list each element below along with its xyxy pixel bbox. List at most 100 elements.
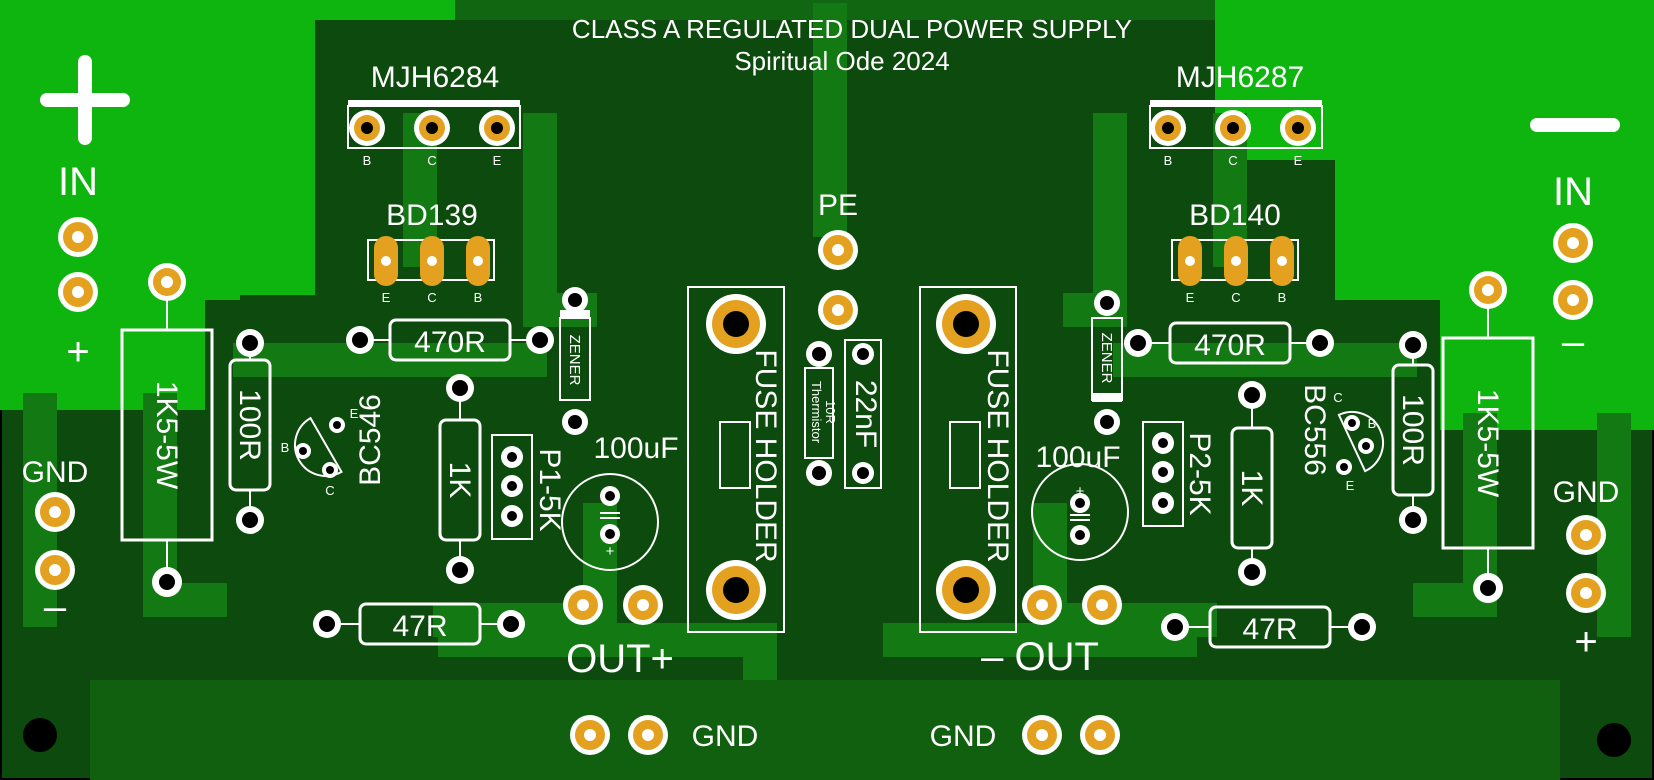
mjh6287-pad-b-hole bbox=[1162, 122, 1174, 134]
pad-out-plus-2-hole bbox=[637, 599, 649, 611]
pad-out-minus-2-hole bbox=[1096, 599, 1108, 611]
pad-in-right-2-hole bbox=[1567, 294, 1579, 306]
label-minus-right: – bbox=[1562, 320, 1585, 364]
mjh6284-pin-c: C bbox=[427, 153, 436, 168]
zener-right-pad-bottom-hole bbox=[1100, 415, 1114, 429]
pe-connector: PE bbox=[818, 189, 858, 330]
bc546-pad-c-hole bbox=[326, 466, 334, 474]
resistor-470r-left: 470R bbox=[346, 318, 554, 362]
mounting-hole-right bbox=[1597, 723, 1631, 757]
fuse-holder-right: FUSE HOLDER bbox=[919, 286, 1017, 633]
r47-left-pad-left-hole bbox=[319, 616, 335, 632]
zener-left-pad-bottom-hole bbox=[568, 415, 582, 429]
mjh6287-pad-c-hole bbox=[1227, 122, 1239, 134]
label-r1k5-right: 1K5-5W bbox=[1471, 389, 1504, 498]
mjh6287-pin-b: B bbox=[1164, 153, 1173, 168]
r47-left-pad-right-hole bbox=[503, 616, 519, 632]
transistor-bd140: BD140 E C B bbox=[1171, 199, 1299, 305]
r100-right-pad-top-hole bbox=[1405, 337, 1421, 353]
label-p2: P2-5K bbox=[1183, 432, 1216, 515]
thermistor-10r: Thermistor 10R bbox=[804, 341, 838, 486]
pad-in-left-1-hole bbox=[72, 231, 84, 243]
r100-left-pad-top-hole bbox=[242, 335, 258, 351]
bd140-pad-e-hole bbox=[1185, 256, 1195, 266]
label-plus-left: + bbox=[66, 330, 89, 374]
p1-pad-2-hole bbox=[507, 481, 517, 491]
label-in-right: IN bbox=[1553, 170, 1593, 214]
label-bc546: BC546 bbox=[354, 394, 387, 486]
pad-gnd-right-2-hole bbox=[1580, 587, 1592, 599]
cap-left-outline bbox=[561, 473, 659, 571]
minus-sign-big-right bbox=[1530, 118, 1620, 132]
bd139-pad-b-hole bbox=[473, 256, 483, 266]
r1k-right-pad-top-hole bbox=[1244, 387, 1260, 403]
r470-left-pad-left-hole bbox=[352, 332, 368, 348]
pad-gnd-right-1-hole bbox=[1580, 529, 1592, 541]
zener-right-band bbox=[1092, 393, 1122, 402]
r100-right-pad-bottom-hole bbox=[1405, 512, 1421, 528]
label-thermistor-value: 10R bbox=[823, 400, 838, 424]
gnd-right-connector: GND + bbox=[1553, 476, 1620, 664]
bc546-pin-e: E bbox=[350, 406, 359, 421]
ground-band-bottom bbox=[90, 680, 1560, 780]
r47-left-body bbox=[358, 602, 482, 646]
resistor-100r-left: 100R bbox=[228, 329, 272, 534]
label-gnd-bottom-right: GND bbox=[930, 720, 997, 753]
bd140-pad-c-hole bbox=[1231, 256, 1241, 266]
resistor-47r-left: 47R bbox=[313, 602, 525, 646]
label-r470-left: 470R bbox=[414, 326, 486, 359]
r470-left-pad-right-hole bbox=[532, 332, 548, 348]
fuse-right-pad-bottom-hole bbox=[953, 577, 979, 603]
pad-out-minus-1-hole bbox=[1036, 599, 1048, 611]
thermistor-pad-top-hole bbox=[812, 347, 826, 361]
r1k-left-pad-top-hole bbox=[452, 380, 468, 396]
p2-pad-1-hole bbox=[1158, 438, 1168, 448]
label-fuse-right: FUSE HOLDER bbox=[981, 349, 1014, 562]
r470-right-body bbox=[1168, 321, 1292, 365]
r1k-right-pad-bottom-hole bbox=[1244, 564, 1260, 580]
label-cap-left: 100uF bbox=[593, 432, 678, 465]
pad-pe-1-hole bbox=[832, 244, 844, 256]
transistor-bd139: BD139 E C B bbox=[367, 199, 495, 305]
mjh6287-pad-e-hole bbox=[1292, 122, 1304, 134]
pad-gnd-br-1-hole bbox=[1036, 729, 1048, 741]
label-mjh6284: MJH6284 bbox=[371, 61, 499, 94]
mjh6287-tab bbox=[1150, 100, 1322, 106]
resistor-100r-right: 100R bbox=[1391, 331, 1435, 534]
bc556-pad-c-hole bbox=[1348, 419, 1356, 427]
mjh6284-tab bbox=[348, 100, 520, 106]
fuse-right-outline bbox=[919, 286, 1017, 633]
mjh6284-outline bbox=[347, 105, 521, 149]
label-r1k-left: 1K bbox=[443, 462, 476, 499]
bc556-pin-b: B bbox=[1368, 416, 1377, 431]
bd140-pin-c: C bbox=[1231, 290, 1240, 305]
resistor-1k-right: 1K bbox=[1230, 381, 1274, 586]
cap-left-pad-top-hole bbox=[605, 491, 615, 501]
cap-22n-pad-top-hole bbox=[857, 348, 869, 360]
pad-gnd-br-2-hole bbox=[1094, 729, 1106, 741]
mjh6287-pin-c: C bbox=[1228, 153, 1237, 168]
fuse-holder-left: FUSE HOLDER bbox=[687, 286, 785, 633]
zener-right: ZENER bbox=[1091, 290, 1123, 435]
pad-in-right-1-hole bbox=[1567, 237, 1579, 249]
zener-left-band bbox=[560, 310, 590, 319]
fuse-left-pad-top-hole bbox=[723, 311, 749, 337]
thermistor-pad-bottom-hole bbox=[812, 466, 826, 480]
r470-left-body bbox=[388, 318, 512, 362]
input-positive-connector: IN + bbox=[40, 55, 130, 374]
fuse-left-element bbox=[719, 421, 751, 489]
label-fuse-left: FUSE HOLDER bbox=[749, 349, 782, 562]
bd139-pad-e-hole bbox=[381, 256, 391, 266]
zener-right-pad-top-hole bbox=[1100, 296, 1114, 310]
resistor-1k5-5w-left: 1K5-5W bbox=[120, 263, 214, 597]
pad-gnd-left-1-hole bbox=[49, 506, 61, 518]
mjh6284-pad-c-hole bbox=[426, 122, 438, 134]
mjh6284-pin-e: E bbox=[493, 153, 502, 168]
label-22nf: 22nF bbox=[849, 380, 882, 448]
bd140-pad-b-hole bbox=[1277, 256, 1287, 266]
label-minus-left: – bbox=[44, 585, 67, 629]
pad-in-left-2-hole bbox=[72, 286, 84, 298]
label-bc556: BC556 bbox=[1298, 384, 1331, 476]
label-r100-left: 100R bbox=[233, 389, 266, 461]
